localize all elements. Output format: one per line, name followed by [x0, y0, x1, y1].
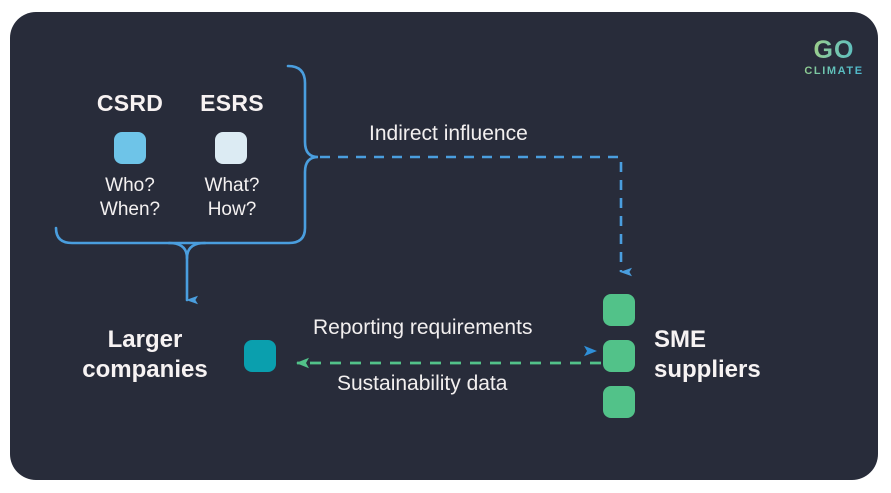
csrd-question-line-1: Who? — [105, 175, 155, 196]
esrs-chip — [215, 132, 247, 164]
larger-companies-label-line-2: companies — [82, 356, 208, 384]
larger-companies-label: Larger companies — [60, 325, 230, 385]
csrd-question-line-2: When? — [99, 199, 161, 221]
larger-companies-chip — [244, 340, 276, 372]
esrs-title: ESRS — [200, 90, 264, 116]
logo-climate-text: CLIMATE — [798, 66, 870, 77]
sme-supplier-chip-1 — [603, 294, 635, 326]
label-indirect-influence: Indirect influence — [369, 122, 528, 145]
logo-go-text: GO — [798, 38, 870, 63]
sme-supplier-chip-3 — [603, 386, 635, 418]
csrd-title: CSRD — [96, 90, 164, 116]
esrs-question-line-1: What? — [204, 175, 260, 196]
sme-suppliers-label-line-1: SME — [654, 326, 707, 353]
label-sustainability-data: Sustainability data — [337, 372, 508, 395]
label-reporting-requirements: Reporting requirements — [313, 316, 533, 339]
go-climate-logo: GO CLIMATE — [798, 38, 870, 77]
esrs-question-line-2: How? — [207, 199, 257, 221]
sme-supplier-chip-2 — [603, 340, 635, 372]
diagram-card — [10, 12, 878, 480]
esrs-questions: What? How? — [182, 174, 282, 223]
csrd-questions: Who? When? — [80, 174, 180, 223]
sme-suppliers-label-line-2: suppliers — [654, 356, 761, 384]
larger-companies-label-line-1: Larger — [107, 326, 183, 353]
csrd-chip — [114, 132, 146, 164]
sme-suppliers-label: SME suppliers — [654, 325, 761, 385]
